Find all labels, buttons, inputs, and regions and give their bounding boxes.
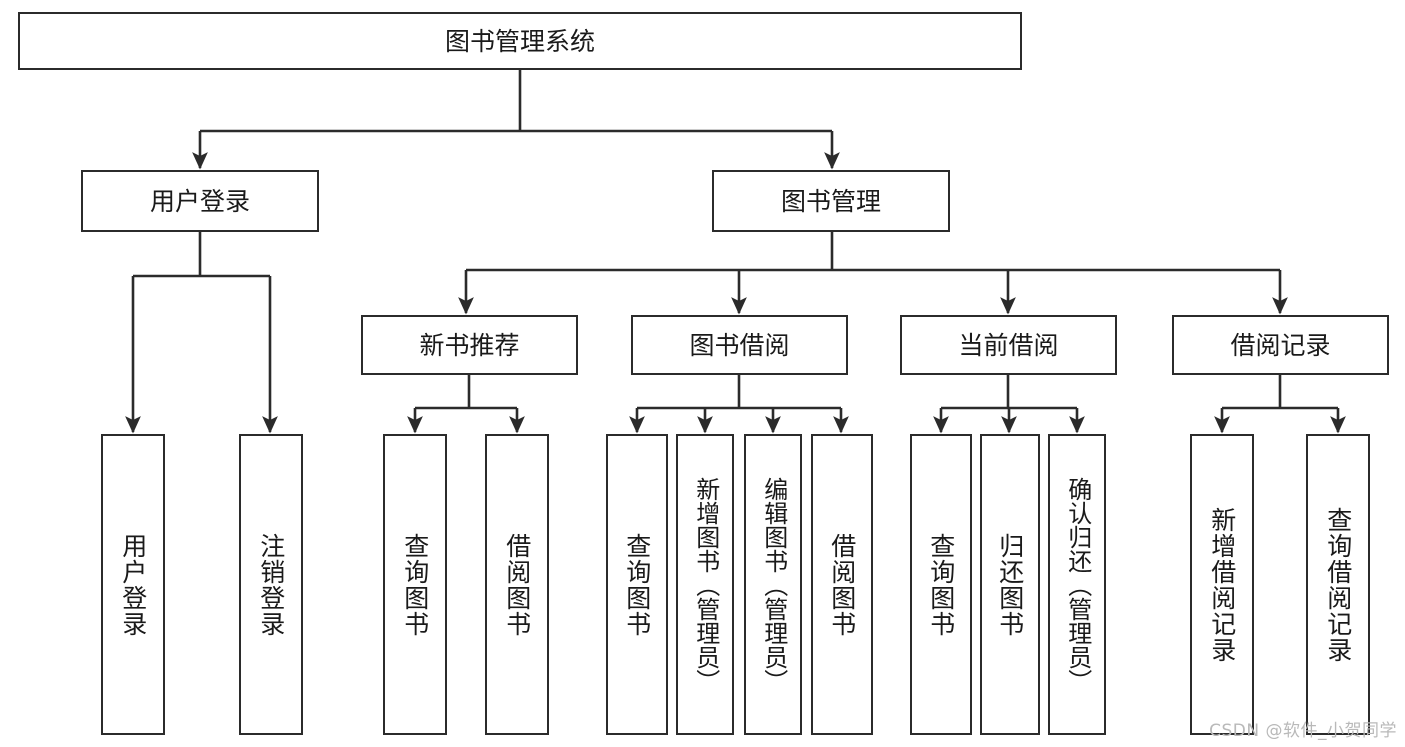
node-leaf-logout-label: 注销登录 [256, 532, 286, 637]
node-root[interactable]: 图书管理系统 [18, 12, 1022, 70]
node-book-borrow-label: 图书借阅 [689, 330, 790, 360]
node-user-login-label: 用户登录 [149, 186, 250, 216]
node-leaf-return-book-label: 归还图书 [995, 532, 1025, 637]
node-borrow-record[interactable]: 借阅记录 [1172, 315, 1389, 375]
node-root-label: 图书管理系统 [444, 26, 595, 56]
node-leaf-edit-book-label: 编辑图书（管理员） [759, 476, 788, 693]
node-leaf-add-record[interactable]: 新增借阅记录 [1190, 434, 1254, 735]
node-leaf-borrow-book-2-label: 借阅图书 [827, 532, 857, 637]
node-leaf-query-book-3-label: 查询图书 [926, 532, 956, 637]
node-user-login[interactable]: 用户登录 [81, 170, 319, 232]
node-borrow-record-label: 借阅记录 [1230, 330, 1331, 360]
csdn-watermark: CSDN @软件_小贺同学 [1209, 721, 1397, 741]
node-leaf-return-book[interactable]: 归还图书 [980, 434, 1040, 735]
node-current-borrow-label: 当前借阅 [958, 330, 1059, 360]
node-leaf-borrow-book-2[interactable]: 借阅图书 [811, 434, 873, 735]
node-book-manage-label: 图书管理 [780, 186, 881, 216]
node-new-book-recommend-label: 新书推荐 [419, 330, 520, 360]
node-new-book-recommend[interactable]: 新书推荐 [361, 315, 578, 375]
node-current-borrow[interactable]: 当前借阅 [900, 315, 1117, 375]
node-leaf-query-book-2-label: 查询图书 [622, 532, 652, 637]
node-leaf-query-record-label: 查询借阅记录 [1323, 506, 1353, 663]
node-leaf-user-login-label: 用户登录 [118, 532, 148, 637]
node-leaf-edit-book[interactable]: 编辑图书（管理员） [744, 434, 802, 735]
node-leaf-query-book-1-label: 查询图书 [400, 532, 430, 637]
node-leaf-query-book-1[interactable]: 查询图书 [383, 434, 447, 735]
node-leaf-query-book-3[interactable]: 查询图书 [910, 434, 972, 735]
node-leaf-logout[interactable]: 注销登录 [239, 434, 303, 735]
node-leaf-add-book-label: 新增图书（管理员） [691, 476, 720, 693]
node-leaf-add-record-label: 新增借阅记录 [1207, 506, 1237, 663]
node-leaf-borrow-book-1-label: 借阅图书 [502, 532, 532, 637]
node-leaf-add-book[interactable]: 新增图书（管理员） [676, 434, 734, 735]
node-book-borrow[interactable]: 图书借阅 [631, 315, 848, 375]
node-leaf-query-record[interactable]: 查询借阅记录 [1306, 434, 1370, 735]
node-leaf-borrow-book-1[interactable]: 借阅图书 [485, 434, 549, 735]
node-leaf-confirm-return[interactable]: 确认归还（管理员） [1048, 434, 1106, 735]
node-leaf-query-book-2[interactable]: 查询图书 [606, 434, 668, 735]
node-book-manage[interactable]: 图书管理 [712, 170, 950, 232]
node-leaf-user-login[interactable]: 用户登录 [101, 434, 165, 735]
node-leaf-confirm-return-label: 确认归还（管理员） [1063, 476, 1092, 693]
